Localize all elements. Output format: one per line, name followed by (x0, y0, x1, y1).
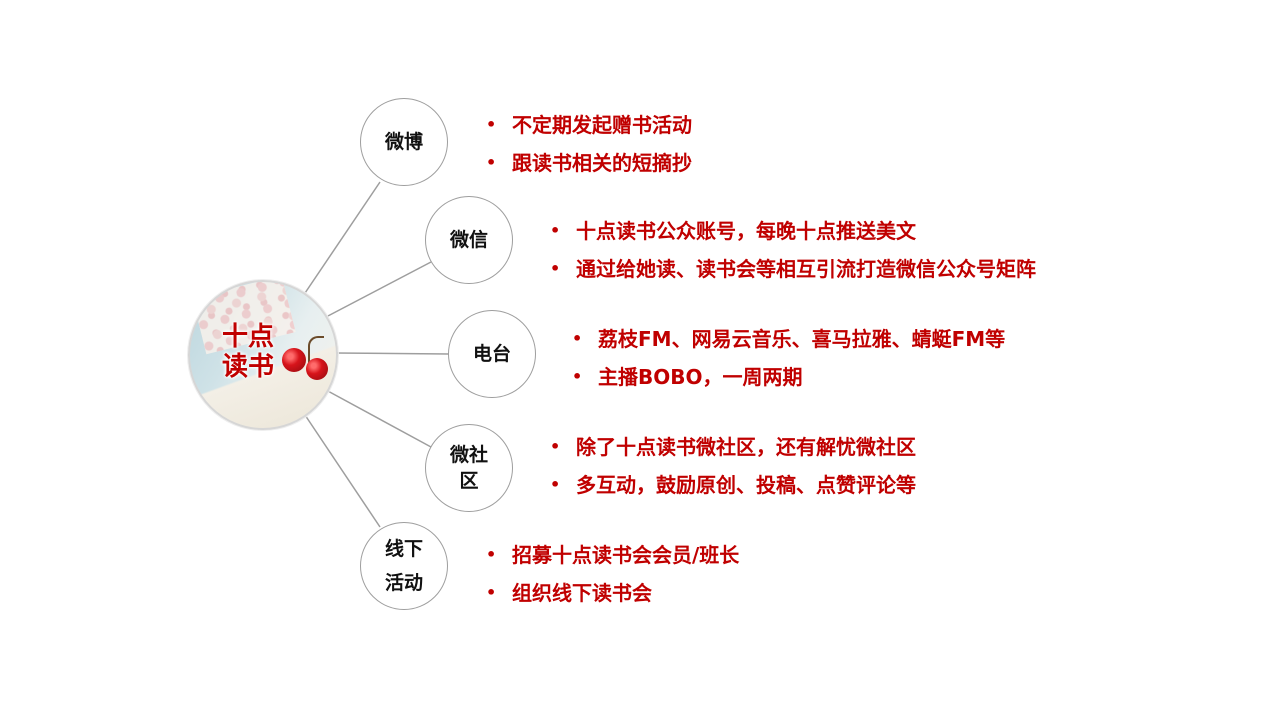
list-item: •主播BOBO，一周两期 (568, 358, 1005, 396)
bullet-icon: • (550, 259, 561, 278)
link-weishequ (325, 389, 432, 448)
link-xianxia (302, 411, 381, 528)
list-item: •跟读书相关的短摘抄 (482, 144, 692, 182)
list-item: •除了十点读书微社区，还有解忧微社区 (546, 428, 916, 466)
branch-list-weibo: •不定期发起赠书活动 •跟读书相关的短摘抄 (482, 106, 692, 182)
list-item: •组织线下读书会 (482, 574, 739, 612)
bullet-icon: • (486, 583, 497, 602)
node-weixin: 微信 (425, 196, 513, 284)
list-item: •通过给她读、读书会等相互引流打造微信公众号矩阵 (546, 250, 1036, 288)
node-diantai: 电台 (448, 310, 536, 398)
list-item: •十点读书公众账号，每晚十点推送美文 (546, 212, 1036, 250)
cherry-stem (308, 336, 324, 364)
branch-list-xianxia-huodong: •招募十点读书会会员/班长 •组织线下读书会 (482, 536, 739, 612)
bullet-icon: • (550, 437, 561, 456)
list-item: •多互动，鼓励原创、投稿、点赞评论等 (546, 466, 916, 504)
link-weibo (302, 181, 381, 297)
node-xianxia-huodong: 线下 活动 (360, 522, 448, 610)
link-diantai (334, 352, 450, 355)
list-item: •不定期发起赠书活动 (482, 106, 692, 144)
node-weibo: 微博 (360, 98, 448, 186)
hub-label: 十点 读书 (221, 322, 274, 382)
bullet-icon: • (486, 545, 497, 564)
link-weixin (325, 261, 432, 318)
hub-shidian-dushu: 十点 读书 (188, 280, 338, 430)
node-label-weishequ: 微社 区 (449, 444, 488, 492)
node-label-weixin: 微信 (449, 229, 488, 251)
branch-list-weishequ: •除了十点读书微社区，还有解忧微社区 •多互动，鼓励原创、投稿、点赞评论等 (546, 428, 916, 504)
list-item: •荔枝FM、网易云音乐、喜马拉雅、蜻蜓FM等 (568, 320, 1005, 358)
bullet-icon: • (486, 153, 497, 172)
node-weishequ: 微社 区 (425, 424, 513, 512)
bullet-icon: • (572, 329, 583, 348)
node-label-xianxia-huodong: 线下 活动 (384, 538, 423, 594)
node-label-diantai: 电台 (472, 343, 511, 365)
bullet-icon: • (486, 115, 497, 134)
bullet-icon: • (550, 221, 561, 240)
bullet-icon: • (572, 367, 583, 386)
list-item: •招募十点读书会会员/班长 (482, 536, 739, 574)
cherry-image (282, 348, 306, 372)
bullet-icon: • (550, 475, 561, 494)
branch-list-weixin: •十点读书公众账号，每晚十点推送美文 •通过给她读、读书会等相互引流打造微信公众… (546, 212, 1036, 288)
node-label-weibo: 微博 (384, 131, 423, 153)
cherry-image (306, 358, 328, 380)
branch-list-diantai: •荔枝FM、网易云音乐、喜马拉雅、蜻蜓FM等 •主播BOBO，一周两期 (568, 320, 1005, 396)
